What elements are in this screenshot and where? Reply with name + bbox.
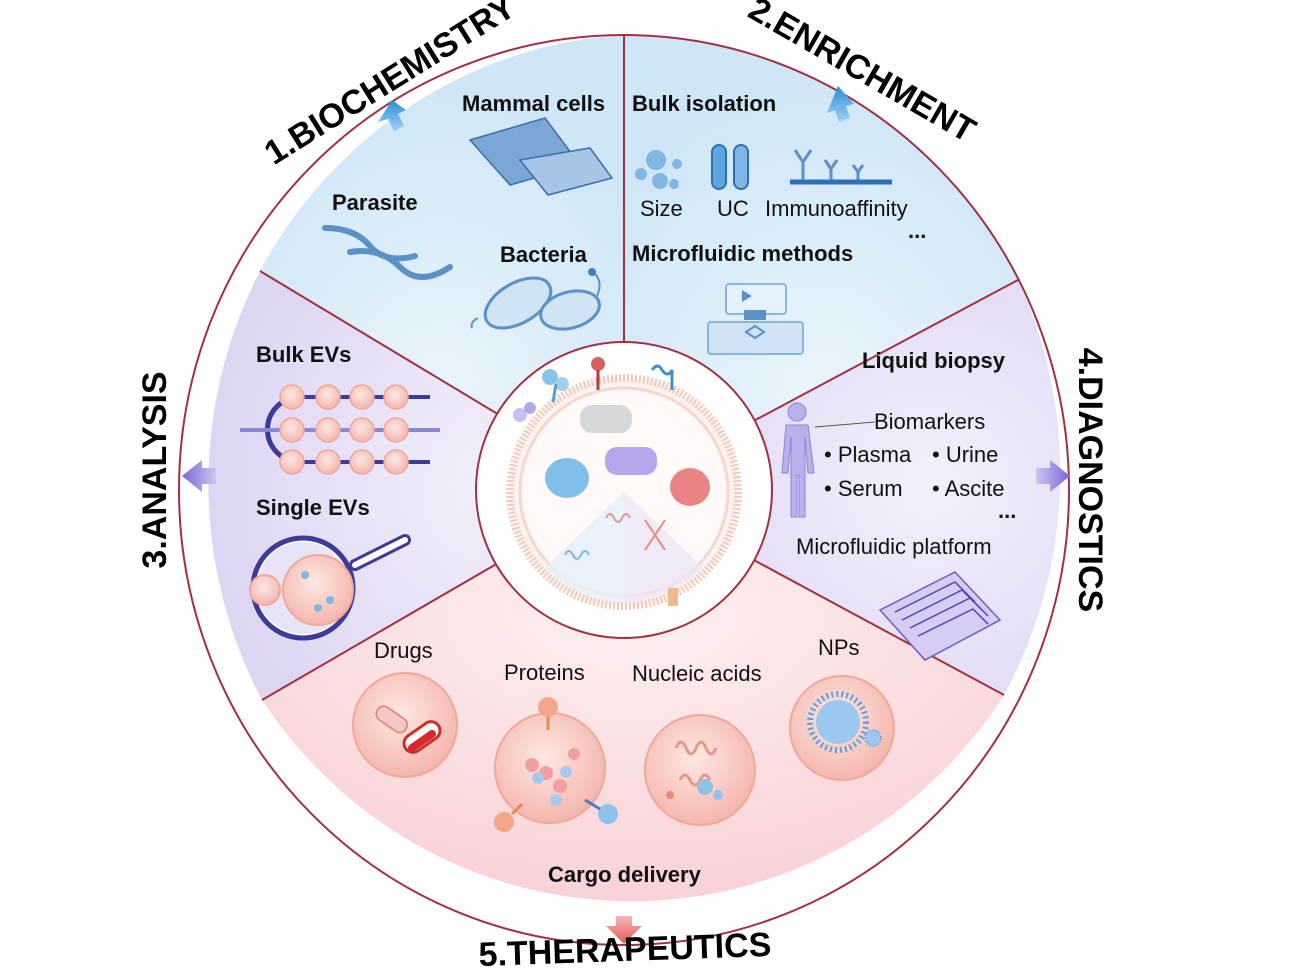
uc-tubes-icon: [711, 144, 749, 190]
label-liquid-biopsy: Liquid biopsy: [862, 348, 1005, 373]
label-microfluidic-platform: Microfluidic platform: [796, 534, 992, 559]
label-size: Size: [640, 196, 683, 221]
label-parasite: Parasite: [332, 190, 418, 215]
arrow-biochemistry: [378, 100, 406, 131]
arrow-diagnostics: [1036, 460, 1070, 492]
label-immunoaffinity: Immunoaffinity: [765, 196, 908, 221]
human-body-icon: [781, 402, 815, 518]
label-diagnostics-more: ...: [998, 498, 1017, 523]
label-urine: • Urine: [932, 442, 999, 467]
label-bacteria: Bacteria: [500, 242, 587, 267]
bacteria-icon: [470, 268, 601, 331]
nucleic-acids-ev-icon: [644, 714, 756, 826]
label-microfluidic-methods: Microfluidic methods: [632, 241, 854, 266]
label-ascite: • Ascite: [932, 476, 1005, 501]
label-nps: NPs: [818, 635, 860, 660]
label-enrichment-more: ...: [908, 218, 927, 243]
arrow-therapeutics: [606, 916, 642, 944]
arrow-enrichment: [827, 86, 854, 122]
arrow-analysis: [182, 460, 216, 492]
label-biomarkers: Biomarkers: [874, 409, 986, 434]
bulk-evs-icon: [240, 384, 440, 475]
drugs-ev-icon: [352, 672, 458, 778]
central-ev-icon: [475, 341, 773, 639]
label-uc: UC: [717, 196, 749, 221]
single-ev-magnifier-icon: [249, 534, 411, 641]
parasite-icon: [322, 225, 453, 280]
label-bulk-evs: Bulk EVs: [256, 342, 352, 367]
label-nucleic-acids: Nucleic acids: [632, 661, 762, 686]
size-icon: [635, 150, 682, 189]
proteins-ev-icon: [494, 697, 618, 832]
label-mammal-cells: Mammal cells: [462, 91, 606, 116]
title-analysis: 3.ANALYSIS: [136, 371, 174, 569]
label-plasma: • Plasma: [824, 442, 912, 467]
immunoaffinity-icon: [790, 149, 892, 185]
mammal-cells-icon: [468, 117, 614, 196]
nps-ev-icon: [789, 675, 895, 781]
label-serum: • Serum: [824, 476, 903, 501]
label-bulk-isolation: Bulk isolation: [632, 91, 777, 116]
label-proteins: Proteins: [504, 660, 585, 685]
title-diagnostics: 4.DIAGNOSTICS: [1071, 347, 1109, 613]
label-single-evs: Single EVs: [256, 495, 370, 520]
label-drugs: Drugs: [374, 638, 433, 663]
microfluidic-chip-icon: [707, 283, 804, 355]
microfluidic-platform-icon: [878, 571, 1002, 661]
biomarkers-pointer: [814, 421, 876, 428]
label-cargo-delivery: Cargo delivery: [548, 862, 701, 887]
